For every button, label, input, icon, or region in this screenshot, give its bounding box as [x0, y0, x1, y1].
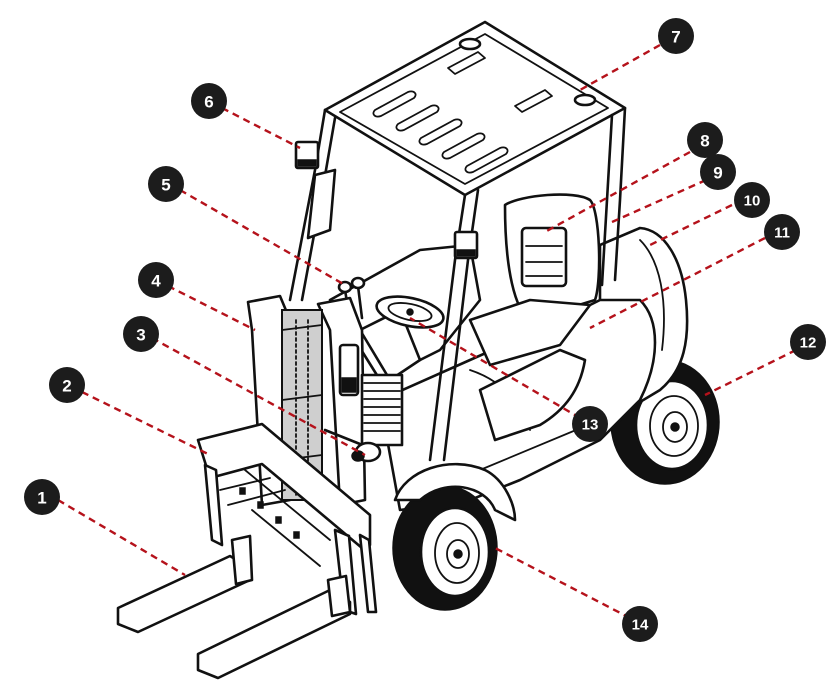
callout-badge-6: 6 — [191, 83, 227, 119]
callout-badge-5: 5 — [148, 166, 184, 202]
callout-badge-3: 3 — [123, 316, 159, 352]
leader-8 — [544, 150, 691, 234]
forks — [116, 534, 352, 680]
svg-text:1: 1 — [37, 489, 46, 508]
front-fender — [393, 462, 517, 522]
svg-text:10: 10 — [744, 193, 761, 210]
svg-text:13: 13 — [582, 417, 599, 434]
seat — [468, 193, 601, 367]
grille — [360, 373, 404, 447]
svg-text:3: 3 — [136, 326, 145, 345]
leader-1 — [57, 498, 186, 577]
callout-badge-4: 4 — [138, 262, 174, 298]
svg-text:7: 7 — [671, 28, 680, 47]
carriage — [196, 422, 378, 616]
callout-badge-11: 11 — [764, 214, 800, 250]
svg-text:9: 9 — [713, 164, 722, 183]
leader-3 — [151, 336, 366, 457]
front-wheel — [392, 485, 498, 611]
svg-text:12: 12 — [800, 335, 817, 352]
callout-badge-13: 13 — [572, 406, 608, 442]
svg-text:8: 8 — [700, 132, 709, 151]
work-lights — [294, 140, 479, 260]
leader-10 — [649, 203, 733, 247]
leader-11 — [589, 236, 766, 330]
leader-4 — [167, 284, 256, 332]
callout-badge-9: 9 — [700, 154, 736, 190]
svg-text:6: 6 — [204, 93, 213, 112]
callout-badge-12: 12 — [790, 324, 826, 360]
callout-badge-7: 7 — [658, 18, 694, 54]
callout-badge-14: 14 — [622, 606, 658, 642]
leader-12 — [704, 348, 797, 397]
callout-badge-10: 10 — [734, 182, 770, 218]
svg-text:4: 4 — [151, 272, 161, 291]
svg-text:5: 5 — [161, 176, 170, 195]
callout-badge-1: 1 — [24, 479, 60, 515]
leader-7 — [579, 43, 661, 92]
svg-text:2: 2 — [62, 377, 71, 396]
tilt-cylinder — [323, 428, 382, 463]
leader-14 — [494, 546, 631, 620]
leader-2 — [81, 390, 211, 457]
leader-5 — [179, 188, 346, 287]
forklift-illustration — [116, 20, 720, 680]
callout-badge-2: 2 — [49, 367, 85, 403]
leader-9 — [611, 178, 707, 224]
svg-text:14: 14 — [632, 617, 649, 634]
leader-13 — [409, 316, 581, 420]
callout-badges: 1 2 3 4 5 6 7 8 — [24, 18, 826, 642]
callout-leaders — [57, 43, 797, 620]
overhead-guard — [288, 20, 627, 462]
leader-6 — [221, 106, 301, 150]
svg-text:11: 11 — [774, 225, 790, 242]
steering-wheel — [358, 295, 445, 382]
callout-badge-8: 8 — [687, 122, 723, 158]
